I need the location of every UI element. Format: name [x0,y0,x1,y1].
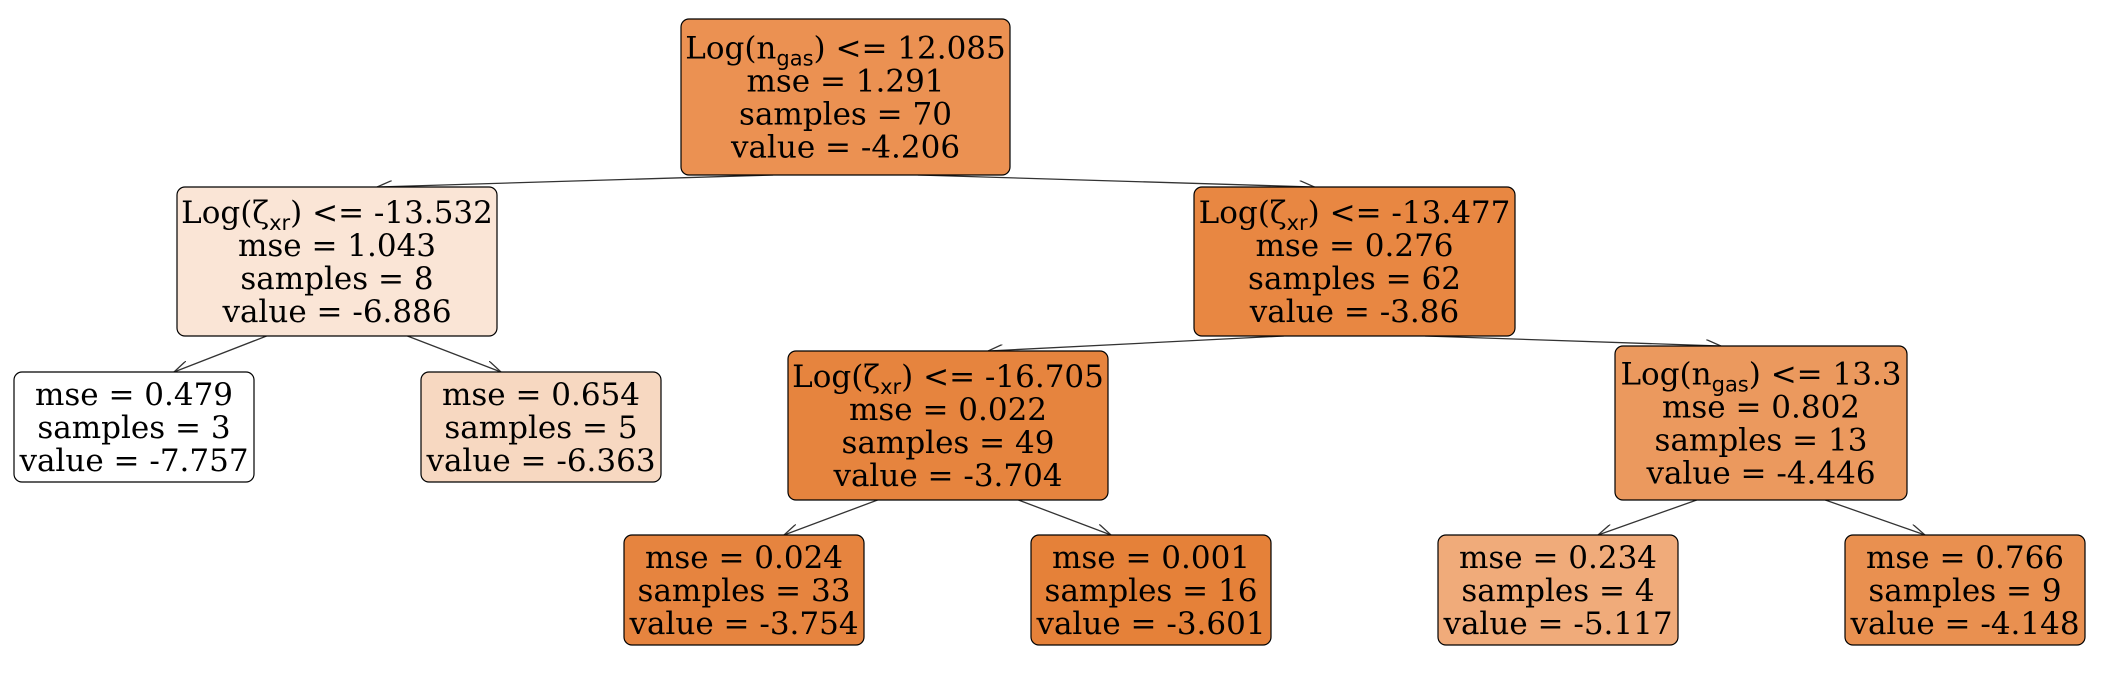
tree-edge [407,335,501,372]
node-value: value = -3.704 [832,458,1062,494]
node-value: value = -4.148 [1849,606,2079,642]
node-samples: samples = 16 [1045,573,1258,609]
node-samples: samples = 33 [638,573,851,609]
edges-layer [174,174,1925,535]
node-samples: samples = 70 [739,97,952,133]
node-value: value = -3.86 [1249,294,1459,330]
node-mse: mse = 0.234 [1459,540,1657,576]
node-samples: samples = 5 [444,410,637,446]
node-mse: mse = 0.024 [645,540,843,576]
node-box [13,371,255,483]
node-mse: mse = 0.802 [1662,390,1860,426]
node-box [1030,534,1272,646]
node-mse: mse = 0.766 [1866,540,2064,576]
node-value: value = -3.754 [628,606,858,642]
tree-edge [1425,335,1721,346]
node-value: value = -5.117 [1442,606,1672,642]
node-box [1614,345,1908,501]
node-samples: samples = 8 [240,261,433,297]
tree-edge [1598,499,1697,535]
node-samples: samples = 3 [37,410,230,446]
node-mse: mse = 0.001 [1052,540,1250,576]
node-mse: mse = 0.654 [442,377,640,413]
node-value: value = -4.206 [730,130,960,166]
split-condition: Log(ngas) <= 13.3 [1620,357,1901,397]
tree-edge [377,174,774,187]
node-value: value = -3.601 [1035,606,1265,642]
split-condition: Log(ζxr) <= -13.477 [1199,195,1511,235]
split-condition: Log(ζxr) <= -13.532 [181,195,493,235]
node-mse: mse = 1.291 [746,64,944,100]
node-mse: mse = 0.022 [849,392,1047,428]
node-box [176,186,498,337]
split-condition: Log(ngas) <= 12.085 [685,31,1006,71]
node-mse: mse = 0.276 [1255,228,1453,264]
node-box [1193,186,1516,337]
tree-edge [1018,499,1111,535]
node-value: value = -6.363 [425,443,655,479]
node-samples: samples = 62 [1248,261,1461,297]
node-samples: samples = 9 [1868,573,2061,609]
tree-edge [1825,499,1925,535]
node-value: value = -4.446 [1645,456,1875,492]
node-value: value = -6.886 [221,294,451,330]
tree-edge [917,174,1315,187]
node-box [420,371,662,483]
split-condition: Log(ζxr) <= -16.705 [792,359,1104,399]
node-samples: samples = 49 [842,425,1055,461]
node-box [623,534,865,646]
tree-edge [988,335,1284,351]
node-samples: samples = 13 [1655,423,1868,459]
node-mse: mse = 1.043 [238,228,436,264]
node-box [680,18,1011,176]
tree-edge [174,335,267,372]
tree-edge [784,499,878,535]
node-box [787,350,1109,501]
node-mse: mse = 0.479 [35,377,233,413]
node-value: value = -7.757 [18,443,248,479]
node-box [1844,534,2086,646]
node-samples: samples = 4 [1461,573,1654,609]
node-box [1437,534,1679,646]
